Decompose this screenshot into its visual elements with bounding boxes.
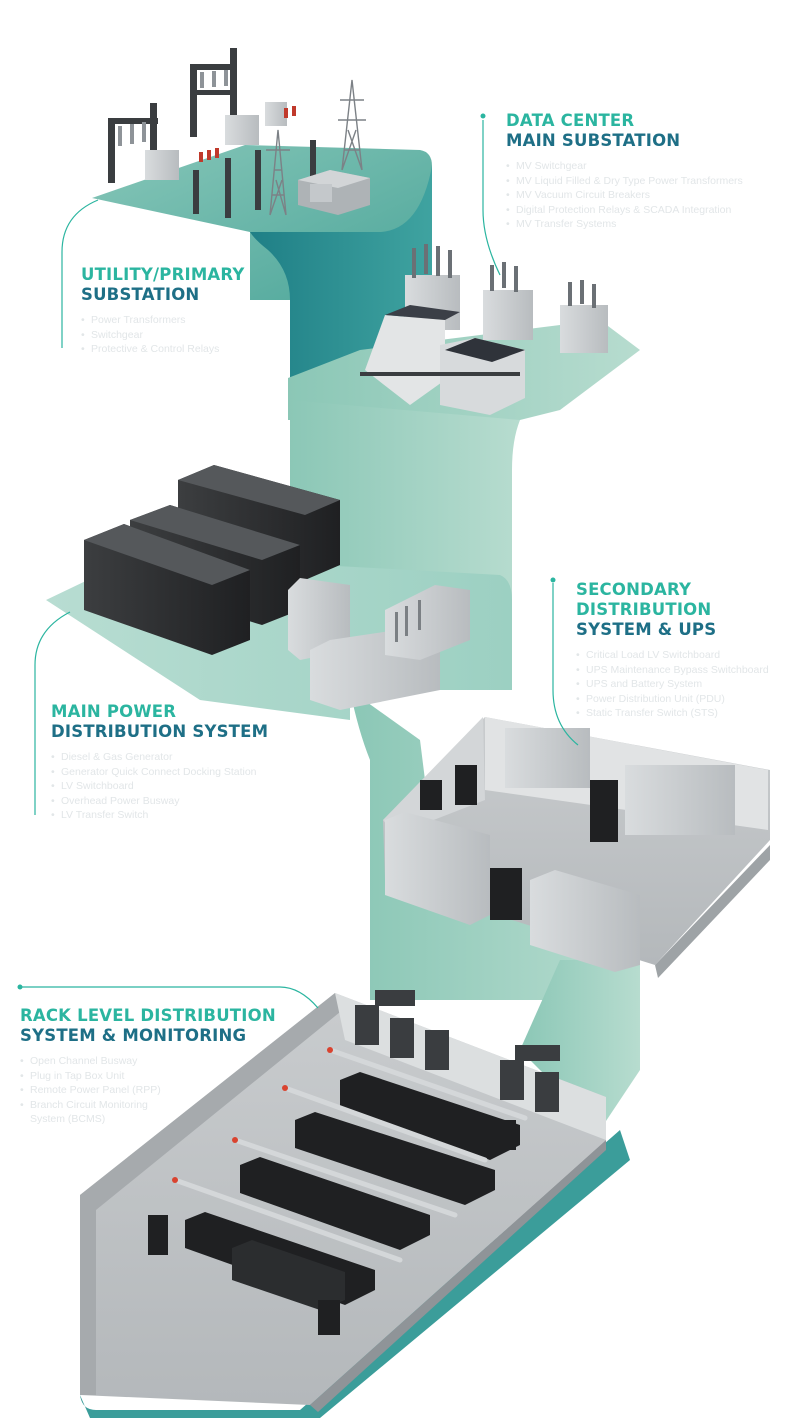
list-item: MV Switchgear xyxy=(506,159,743,174)
callout-datacenter xyxy=(482,120,501,276)
list-item: LV Switchboard xyxy=(51,779,268,794)
rack-rows xyxy=(185,1072,520,1310)
title-line-1: DATA CENTER xyxy=(506,111,635,130)
ribbon-segment-light-3 xyxy=(520,960,640,1130)
list-item: Digital Protection Relays & SCADA Integr… xyxy=(506,203,743,218)
list-item: MV Vacuum Circuit Breakers xyxy=(506,188,743,203)
callout-secondary xyxy=(552,583,579,746)
item-list: MV Switchgear MV Liquid Filled & Dry Typ… xyxy=(506,159,743,232)
title-line-1: RACK LEVEL DISTRIBUTION xyxy=(20,1006,276,1025)
item-list: Open Channel Busway Plug in Tap Box Unit… xyxy=(20,1054,276,1127)
section-title: MAIN POWER DISTRIBUTION SYSTEM xyxy=(51,702,268,742)
title-line-1: UTILITY/PRIMARY xyxy=(81,265,245,284)
list-item: LV Transfer Switch xyxy=(51,808,268,823)
label-datacenter-main-substation: DATA CENTER MAIN SUBSTATION MV Switchgea… xyxy=(506,111,743,232)
callout-main-power xyxy=(34,611,71,815)
ribbon-segment-light-2 xyxy=(350,690,640,1000)
list-item: Plug in Tap Box Unit xyxy=(20,1069,276,1084)
title-line-1: MAIN POWER xyxy=(51,702,177,721)
item-list: Critical Load LV Switchboard UPS Mainten… xyxy=(576,648,800,721)
list-item: Overhead Power Busway xyxy=(51,794,268,809)
list-item: Switchgear xyxy=(81,328,245,343)
utility-substation-equipment xyxy=(108,48,370,218)
main-power-equipment xyxy=(84,465,470,710)
title-line-1: SECONDARY DISTRIBUTION xyxy=(576,580,712,619)
secondary-ups-room xyxy=(383,717,770,978)
label-main-power-distribution: MAIN POWER DISTRIBUTION SYSTEM Diesel & … xyxy=(51,702,268,823)
list-item: Critical Load LV Switchboard xyxy=(576,648,800,663)
section-title: RACK LEVEL DISTRIBUTION SYSTEM & MONITOR… xyxy=(20,1006,276,1046)
item-list: Power Transformers Switchgear Protective… xyxy=(81,313,245,357)
list-item: Protective & Control Relays xyxy=(81,342,245,357)
callout-dots xyxy=(17,113,556,990)
callout-utility xyxy=(61,199,99,348)
list-item: MV Liquid Filled & Dry Type Power Transf… xyxy=(506,174,743,189)
section-title: SECONDARY DISTRIBUTION SYSTEM & UPS xyxy=(576,580,800,640)
callout-rack xyxy=(20,986,319,1009)
title-line-2: SUBSTATION xyxy=(81,285,200,304)
label-rack-level-distribution: RACK LEVEL DISTRIBUTION SYSTEM & MONITOR… xyxy=(20,1006,276,1127)
list-item: Diesel & Gas Generator xyxy=(51,750,268,765)
list-item: System (BCMS) xyxy=(30,1113,106,1125)
list-item: Branch Circuit Monitoring xyxy=(20,1098,276,1113)
list-item: Power Transformers xyxy=(81,313,245,328)
title-line-2: SYSTEM & UPS xyxy=(576,620,717,639)
list-item: Power Distribution Unit (PDU) xyxy=(576,692,800,707)
title-line-2: DISTRIBUTION SYSTEM xyxy=(51,722,269,741)
section-title: DATA CENTER MAIN SUBSTATION xyxy=(506,111,743,151)
list-item: UPS and Battery System xyxy=(576,677,800,692)
title-line-2: SYSTEM & MONITORING xyxy=(20,1026,247,1045)
list-item: UPS Maintenance Bypass Switchboard xyxy=(576,663,800,678)
list-item: MV Transfer Systems xyxy=(506,217,743,232)
callout-lines xyxy=(20,120,579,1009)
title-line-2: MAIN SUBSTATION xyxy=(506,131,681,150)
list-item: Remote Power Panel (RPP) xyxy=(20,1083,276,1098)
label-secondary-distribution-ups: SECONDARY DISTRIBUTION SYSTEM & UPS Crit… xyxy=(576,580,800,721)
list-item: Static Transfer Switch (STS) xyxy=(576,706,800,721)
label-utility-primary-substation: UTILITY/PRIMARY SUBSTATION Power Transfo… xyxy=(81,265,245,357)
section-title: UTILITY/PRIMARY SUBSTATION xyxy=(81,265,245,305)
list-item: Generator Quick Connect Docking Station xyxy=(51,765,268,780)
ribbon-segment-light-1 xyxy=(288,400,520,600)
datacenter-substation-equipment xyxy=(360,244,608,415)
item-list: Diesel & Gas Generator Generator Quick C… xyxy=(51,750,268,823)
list-item: Open Channel Busway xyxy=(20,1054,276,1069)
